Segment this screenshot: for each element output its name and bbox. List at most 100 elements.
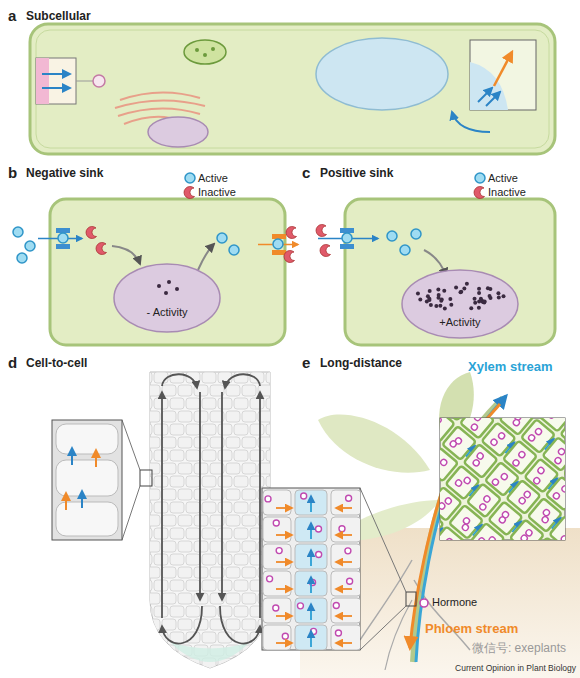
root-cell	[274, 437, 288, 448]
hormone-molecule	[316, 526, 322, 532]
positive-sink-panel	[318, 173, 555, 345]
root-cell	[234, 450, 248, 461]
root-cell	[162, 645, 176, 656]
active-molecule	[217, 233, 227, 243]
hormone-molecule	[301, 493, 307, 499]
root-cell	[186, 398, 200, 409]
root-cell	[234, 554, 248, 565]
inset-box	[470, 40, 536, 110]
hormone-molecule	[470, 423, 478, 431]
root-cell	[194, 437, 208, 448]
root-cell	[146, 385, 160, 396]
hormone-molecule	[520, 534, 528, 540]
journal-credit: Current Opinion in Plant Biology	[455, 664, 576, 674]
auxin-flow-arrow	[162, 606, 202, 644]
root-cell	[186, 450, 200, 461]
root-cell	[266, 424, 280, 435]
nucleus-text: - Activity	[112, 306, 222, 319]
root-cell	[194, 489, 208, 500]
hormone-molecule	[547, 418, 555, 419]
root-cell	[202, 398, 216, 409]
hormone-molecule	[488, 536, 496, 540]
flow-arrow	[336, 561, 352, 563]
activity-dot	[477, 291, 481, 295]
root-cell	[226, 411, 240, 422]
membrane-region	[36, 58, 49, 104]
panel-title: Positive sink	[320, 167, 393, 181]
root-cell	[186, 372, 200, 383]
root-cell	[154, 502, 168, 513]
plant-cell	[263, 517, 291, 542]
signal-arrow	[198, 244, 214, 270]
flow-arrow	[310, 604, 312, 620]
root-cell	[146, 567, 160, 578]
activity-dot	[157, 284, 161, 288]
active-molecule	[400, 245, 410, 255]
activity-dot	[448, 297, 452, 301]
activity-dot	[442, 289, 446, 293]
root-cell	[202, 502, 216, 513]
legend-swatch	[420, 599, 428, 607]
flow-arrow	[276, 615, 292, 617]
root-cell	[170, 476, 184, 487]
root-cell	[202, 372, 216, 383]
panel-letter: d	[8, 354, 17, 371]
transporter	[340, 244, 354, 249]
hormone-molecule	[346, 495, 352, 501]
flow-arrow	[276, 534, 292, 536]
root-cell	[218, 424, 232, 435]
root-cell	[162, 567, 176, 578]
flow-arrow	[310, 631, 312, 647]
hormone-molecule	[273, 520, 279, 526]
root-cell	[146, 463, 160, 474]
root-cell	[186, 502, 200, 513]
zoom-marker	[406, 592, 416, 606]
auxin-flow-arrow	[220, 606, 260, 644]
signal-arrow	[112, 246, 140, 264]
root-cell	[202, 554, 216, 565]
plant-cell	[295, 625, 327, 650]
cell-membrane	[36, 30, 549, 148]
soil	[300, 528, 580, 678]
hormone-molecule	[297, 603, 303, 609]
inactive-molecule	[320, 244, 330, 256]
root-cell	[242, 515, 256, 526]
activity-dot	[164, 291, 168, 295]
hormone-molecule	[333, 602, 339, 608]
leader-line	[76, 81, 93, 82]
nucleus	[148, 117, 208, 147]
root-cell	[218, 450, 232, 461]
plant-cell	[331, 571, 360, 596]
flow-arrow	[336, 507, 352, 509]
inactive-molecule	[96, 242, 106, 254]
root-cell	[218, 372, 232, 383]
root-cell	[186, 606, 200, 617]
inset-box	[440, 418, 565, 540]
panel-title: Negative sink	[26, 167, 103, 181]
root-cell	[242, 567, 256, 578]
vesicle	[93, 75, 105, 87]
hormone-molecule	[491, 478, 499, 486]
root-cell	[226, 515, 240, 526]
leader-line	[122, 486, 140, 540]
root-cell	[226, 463, 240, 474]
transporter	[272, 234, 286, 239]
root-cell	[250, 398, 264, 409]
root-cell	[234, 606, 248, 617]
hormone-molecule	[497, 432, 505, 440]
root-cell	[234, 398, 248, 409]
transport-arrow	[478, 88, 492, 102]
root-cell	[202, 424, 216, 435]
leader-line	[360, 488, 406, 592]
root-cell	[242, 385, 256, 396]
hormone-molecule	[537, 466, 545, 474]
activity-dot	[418, 297, 422, 301]
er-membrane	[120, 92, 200, 100]
root-cell	[178, 541, 192, 552]
plant-cell	[331, 598, 360, 623]
hormone-molecule	[512, 459, 520, 467]
activity-dot	[497, 295, 501, 299]
er-membrane	[115, 100, 205, 108]
root-cell	[186, 580, 200, 591]
transport-arrow	[95, 450, 97, 467]
